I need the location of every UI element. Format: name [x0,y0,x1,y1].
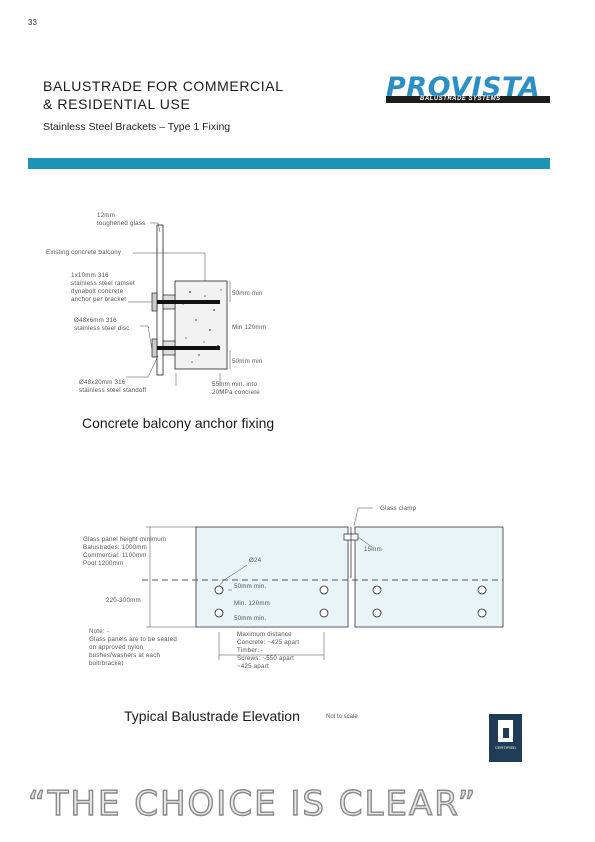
dim-bottom-label: 50mm min [232,358,263,365]
certification-badge [489,714,522,762]
embed-depth-label: 55mm min. into 20MPa concrete [212,381,260,396]
anchor-bolt-upper [157,300,220,304]
panel-height-label: Glass panel height minimum Balustrades: … [83,536,167,567]
badge-text: CERTIFIED [494,745,517,750]
concrete-slab-section [174,280,228,370]
standoff-label: Ø48x20mm 316 stainless steel standoff [79,379,147,394]
min-120-label: Min. 120mm [234,600,271,607]
dim-mid-label: Min 120mm [232,324,267,331]
range-label: 220-300mm [106,597,141,604]
hole-diameter-label: Ø24 [249,557,262,564]
disc-label: Ø48x6mm 316 stainless steel disc [74,317,130,332]
page-title: BALUSTRADE FOR COMMERCIAL & RESIDENTIAL … [43,77,284,113]
slogan: “THE CHOICE IS CLEAR” [27,783,478,824]
page-number: 33 [28,18,37,27]
edge-50-top-label: 50mm min. [234,583,267,590]
header-divider-bar [28,158,550,169]
anchor-label: 1x10mm 316 stainless steel ramset dynabo… [71,272,135,303]
note-block: Note: - Glass panels are to be seated on… [89,628,178,667]
title-line-1: BALUSTRADE FOR COMMERCIAL [43,78,284,94]
glass-thickness-label: 12mm toughened glass [97,212,146,227]
logo-tagline: BALUSTRADE SYSTEMS [420,96,501,102]
page-subtitle: Stainless Steel Brackets – Type 1 Fixing [43,121,231,133]
balcony-label: Existing concrete balcony [46,249,122,256]
glass-clamp-label: Glass clamp [380,505,417,512]
edge-50-bottom-label: 50mm min. [234,615,267,622]
clamp-offset-label: 15mm [364,546,382,553]
figure2-caption: Typical Balustrade Elevation [124,708,300,724]
figure1-caption: Concrete balcony anchor fixing [82,415,275,431]
badge-logo-icon [498,720,513,742]
anchor-bolt-lower [157,346,220,350]
title-line-2: & RESIDENTIAL USE [43,96,191,112]
dim-top-label: 50mm min [232,290,263,297]
logo-bar [386,96,550,103]
max-distance-block: Maximum distance Concrete: ~425 apart Ti… [237,631,300,670]
fixing-holes [214,585,487,618]
scale-note: Not to scale [326,714,358,720]
